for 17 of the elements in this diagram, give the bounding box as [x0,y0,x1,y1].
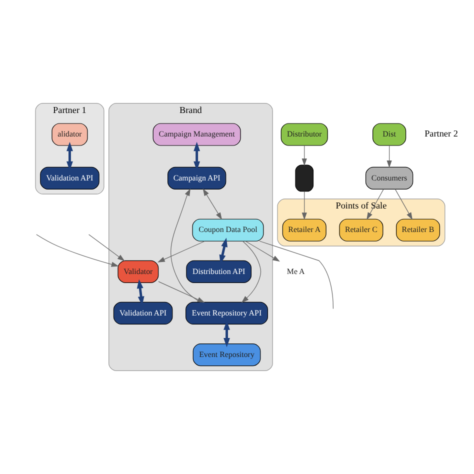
label: Partner 2 [424,128,458,139]
arrow [241,240,262,303]
connector [259,240,334,310]
arrow [88,234,125,262]
arrow [202,188,222,220]
arrow [170,188,201,302]
node-phone [295,164,314,192]
arrow [224,320,230,348]
arrow [158,281,205,303]
arrow [386,145,392,168]
arrow [302,191,307,220]
arrow [245,240,280,262]
arrow [36,234,119,267]
arrow [302,145,307,166]
arrow [394,189,413,220]
arrow [366,189,384,220]
arrow [158,240,205,262]
